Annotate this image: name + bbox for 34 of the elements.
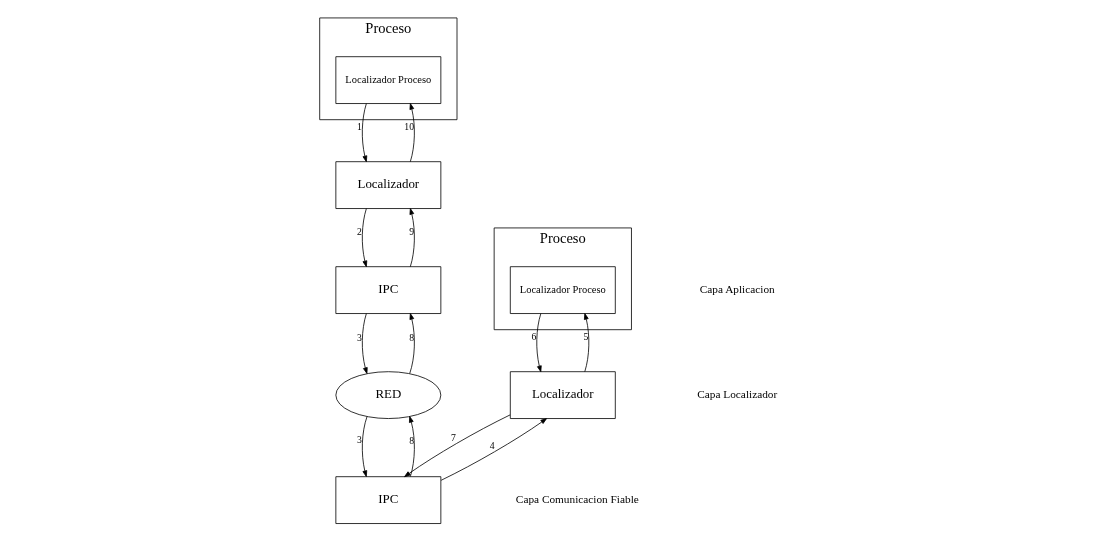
arrow	[361, 103, 367, 163]
label: Capa Comunicacion Fiable	[515, 493, 639, 506]
arrow	[361, 313, 368, 374]
edge-label: 2	[356, 225, 362, 237]
edge-label: 6	[531, 330, 536, 342]
arrow	[440, 418, 547, 481]
node-box: Localizador Proceso	[509, 266, 616, 314]
label: Capa Aplicacion	[699, 283, 775, 296]
arrow	[409, 208, 415, 268]
edge-label: 7	[450, 431, 456, 443]
node-box: IPC	[334, 266, 441, 314]
arrow	[583, 313, 589, 373]
node-box: Localizador	[334, 161, 441, 209]
arrow	[403, 414, 510, 478]
arrow	[361, 208, 367, 268]
arrow	[535, 313, 542, 373]
arrow	[409, 103, 415, 163]
node-box: Localizador Proceso	[334, 56, 441, 104]
node-box: Localizador	[509, 371, 616, 419]
edge-label: 3	[356, 331, 362, 343]
arrow	[408, 416, 415, 477]
edge-label: 1	[356, 120, 362, 132]
edge-label: 8	[408, 332, 414, 344]
edge-label: 5	[583, 331, 588, 343]
edge-label: 8	[408, 434, 414, 446]
edge-label: 9	[408, 226, 414, 238]
edge-label: 3	[356, 434, 362, 446]
arrow	[361, 416, 367, 477]
node-ellipse: RED	[334, 371, 441, 419]
edge-label: 10	[403, 121, 414, 133]
label: Capa Localizador	[696, 388, 777, 401]
node-box: IPC	[334, 476, 441, 524]
edge-label: 4	[489, 439, 495, 451]
arrow	[408, 313, 415, 374]
